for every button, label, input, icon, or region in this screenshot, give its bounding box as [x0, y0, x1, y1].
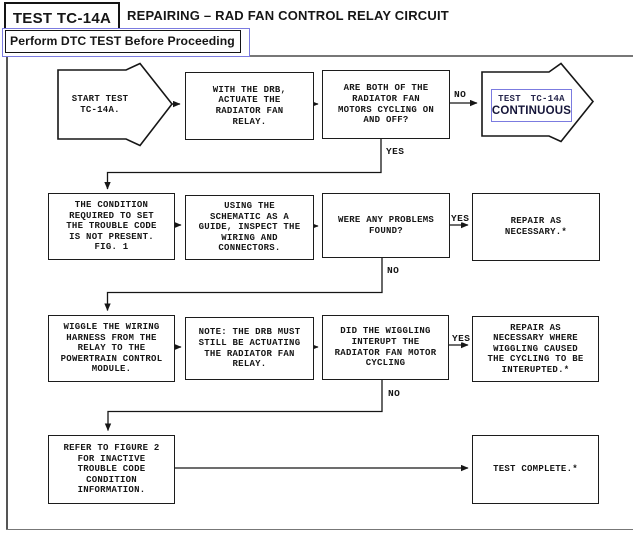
node-repair-where-interrupted: REPAIR AS NECESSARY WHERE WIGGLING CAUSE… — [472, 316, 599, 382]
continue-test-link[interactable]: TEST TC-14A CONTINUOUS — [491, 89, 572, 122]
node-repair-as-necessary: REPAIR AS NECESSARY.* — [472, 193, 600, 261]
start-arrow-shape — [57, 62, 174, 147]
edge-label-no-2: NO — [387, 265, 399, 276]
node-motors-cycling-label: ARE BOTH OF THE RADIATOR FAN MOTORS CYCL… — [337, 83, 435, 126]
node-test-complete: TEST COMPLETE.* — [472, 435, 599, 504]
edge-label-yes-1: YES — [386, 146, 404, 157]
node-wiggling-interrupt-label: DID THE WIGGLING INTERUPT THE RADIATOR F… — [334, 326, 437, 369]
page-border-left — [6, 55, 8, 530]
page-border-bottom — [6, 529, 633, 531]
node-start: START TEST TC-14A. — [58, 70, 142, 139]
node-problems-found-label: WERE ANY PROBLEMS FOUND? — [337, 214, 435, 236]
edge-label-no-1: NO — [454, 89, 466, 100]
node-wiggle-harness: WIGGLE THE WIRING HARNESS FROM THE RELAY… — [48, 315, 175, 382]
node-actuate-relay-label: WITH THE DRB, ACTUATE THE RADIATOR FAN R… — [212, 84, 287, 127]
node-drb-note: NOTE: THE DRB MUST STILL BE ACTUATING TH… — [185, 317, 314, 380]
header-rule — [250, 55, 633, 57]
node-repair-as-necessary-label: REPAIR AS NECESSARY.* — [504, 216, 568, 237]
connector-problems-no — [104, 256, 383, 312]
node-actuate-relay: WITH THE DRB, ACTUATE THE RADIATOR FAN R… — [185, 72, 314, 140]
connector-wiggling-no — [104, 378, 383, 432]
edge-label-yes-2: YES — [451, 213, 469, 224]
node-wiggle-harness-label: WIGGLE THE WIRING HARNESS FROM THE RELAY… — [60, 322, 163, 375]
node-condition-not-present: THE CONDITION REQUIRED TO SET THE TROUBL… — [48, 193, 175, 260]
edge-label-yes-3: YES — [452, 333, 470, 344]
dtc-test-link[interactable]: Perform DTC TEST Before Proceeding — [2, 28, 250, 57]
node-inspect-wiring: USING THE SCHEMATIC AS A GUIDE, INSPECT … — [185, 195, 314, 260]
page-title: REPAIRING – RAD FAN CONTROL RELAY CIRCUI… — [127, 8, 449, 23]
node-repair-where-interrupted-label: REPAIR AS NECESSARY WHERE WIGGLING CAUSE… — [487, 322, 584, 375]
node-refer-figure-2: REFER TO FIGURE 2 FOR INACTIVE TROUBLE C… — [48, 435, 175, 504]
note-prefix: NOTE: — [198, 327, 227, 338]
node-test-complete-label: TEST COMPLETE.* — [493, 464, 578, 475]
node-motors-cycling-question: ARE BOTH OF THE RADIATOR FAN MOTORS CYCL… — [322, 70, 450, 139]
node-problems-found-question: WERE ANY PROBLEMS FOUND? — [322, 193, 450, 258]
edge-label-no-3: NO — [388, 388, 400, 399]
note-body: THE DRB MUST STILL BE ACTUATING THE RADI… — [198, 327, 301, 370]
test-id-label: TEST TC-14A — [12, 10, 112, 27]
dtc-test-banner: Perform DTC TEST Before Proceeding — [5, 30, 241, 53]
node-wiggling-interrupt-question: DID THE WIGGLING INTERUPT THE RADIATOR F… — [322, 315, 449, 380]
node-start-label: START TEST TC-14A. — [71, 93, 129, 115]
node-refer-figure-2-label: REFER TO FIGURE 2 FOR INACTIVE TROUBLE C… — [63, 443, 160, 496]
node-inspect-wiring-label: USING THE SCHEMATIC AS A GUIDE, INSPECT … — [198, 201, 301, 254]
continue-link-line1: TEST TC-14A — [498, 93, 565, 104]
continue-link-line2: CONTINUOUS — [491, 104, 572, 117]
node-condition-label: THE CONDITION REQUIRED TO SET THE TROUBL… — [66, 200, 157, 253]
connector-cycling-yes — [104, 137, 382, 190]
node-drb-note-label: NOTE: THE DRB MUST STILL BE ACTUATING TH… — [199, 327, 301, 369]
